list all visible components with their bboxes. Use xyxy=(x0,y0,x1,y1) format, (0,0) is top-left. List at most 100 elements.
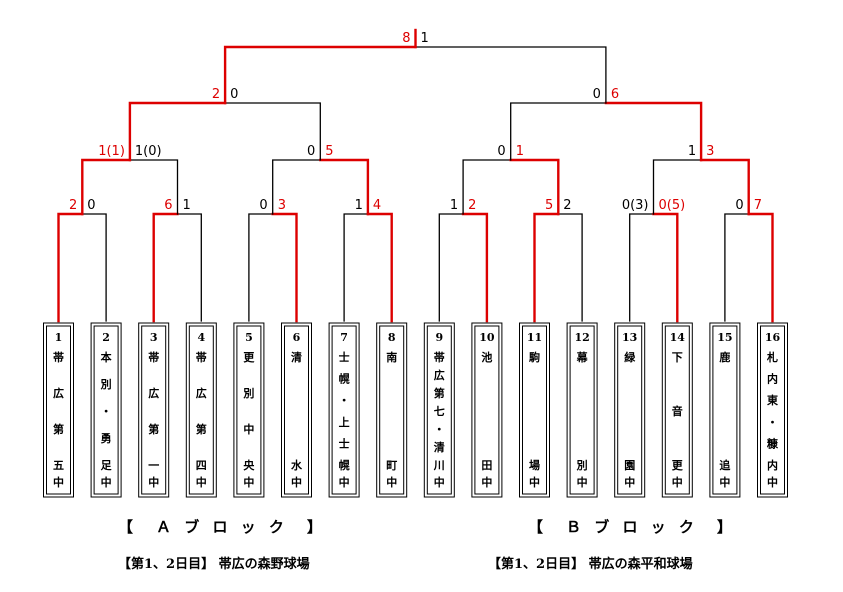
block-b-title: 【 Ｂ ブ ロ ッ ク 】 xyxy=(528,518,736,536)
team-name-char: 南 xyxy=(386,350,397,364)
r3m2-line-a xyxy=(510,102,607,161)
r1m3-line-a xyxy=(248,213,274,322)
team-name-char: 中 xyxy=(529,475,540,489)
team-name-char: 中 xyxy=(767,475,778,489)
team-name-char: 別 xyxy=(576,458,588,472)
team-name-char: 駒 xyxy=(529,350,540,364)
team-name-char: 広 xyxy=(53,386,64,400)
team-name-char: 川 xyxy=(433,459,445,472)
team-name-char: 幌 xyxy=(339,372,350,386)
r1m7-line-b xyxy=(652,212,679,323)
team-name-char: 中 xyxy=(196,475,207,489)
r1m1-score-b: 0 xyxy=(87,198,95,213)
team-name-char: 中 xyxy=(386,475,397,489)
r2m2-line-b xyxy=(319,158,370,216)
block-b-venue: 【第1、2日目】 帯広の森平和球場 xyxy=(488,557,693,572)
team-name-char: 帯 xyxy=(196,350,207,364)
team-name-char: 第 xyxy=(148,422,159,436)
team-number: 1 xyxy=(55,331,63,344)
r2m2-score-b: 5 xyxy=(325,144,333,159)
r1m8-score-b: 7 xyxy=(754,198,762,213)
r3m1-score-a: 2 xyxy=(212,87,220,102)
r1m2-score-b: 1 xyxy=(183,198,191,213)
r1m7-score-b: 0(5) xyxy=(659,198,686,213)
r2m4-score-b: 3 xyxy=(706,144,714,159)
r3m1-line-b xyxy=(224,102,321,161)
team-name-char: 央 xyxy=(243,458,255,472)
r1m1-line-b xyxy=(81,213,107,322)
r3m2-score-b: 6 xyxy=(611,87,619,102)
team-name-char: 第 xyxy=(196,422,207,436)
team-name-char: 一 xyxy=(148,459,159,472)
team-name-char: 内 xyxy=(767,372,778,386)
team-number: 15 xyxy=(717,331,732,344)
final-line-b xyxy=(414,46,607,104)
team-name-char: 本 xyxy=(101,350,112,364)
bracket-lines xyxy=(57,28,774,323)
r1m3-score-a: 0 xyxy=(259,198,267,213)
r1m7-score-a: 0(3) xyxy=(622,198,649,213)
team-name-char: 場 xyxy=(529,458,540,472)
r1m4-line-b xyxy=(366,212,393,323)
team-number: 9 xyxy=(435,331,443,344)
r2m4-score-a: 1 xyxy=(688,144,696,159)
team-name-char: 内 xyxy=(767,458,778,472)
team-name-char: 清 xyxy=(434,440,445,454)
team-box-2: 2本別・勇足中 xyxy=(90,322,122,498)
r1m5-score-a: 1 xyxy=(450,198,458,213)
team-name-char: 更 xyxy=(672,459,684,472)
block-a-venue: 【第1、2日目】 帯広の森野球場 xyxy=(118,557,310,572)
team-box-11: 11 駒場中 xyxy=(519,322,550,498)
team-name-char: 水 xyxy=(291,458,303,472)
final-line-a xyxy=(223,45,417,105)
r1m3-line-b xyxy=(271,212,298,323)
team-name-char: 帯 xyxy=(53,350,64,364)
r3m2-line-b xyxy=(604,101,703,162)
team-name-char: 中 xyxy=(481,475,492,489)
team-name-char: 帯 xyxy=(434,350,445,364)
team-name-char: 中 xyxy=(291,475,302,489)
r1m3-score-b: 3 xyxy=(278,198,286,213)
team-name-char: 鹿 xyxy=(719,350,730,364)
team-name-char: 広 xyxy=(434,368,445,382)
r1m4-line-a xyxy=(343,213,369,322)
r1m1-line-a xyxy=(57,212,84,323)
r1m1-score-a: 2 xyxy=(69,198,77,213)
team-name-char: 幕 xyxy=(576,350,589,364)
team-name-char: 中 xyxy=(148,475,159,489)
r1m8-line-a xyxy=(724,213,750,322)
r1m7-line-a xyxy=(629,213,655,322)
team-number: 11 xyxy=(527,331,542,344)
team-number: 3 xyxy=(150,331,158,344)
team-name-char: 緑 xyxy=(624,350,636,364)
r2m4-line-b xyxy=(699,158,750,216)
team-name-char: 中 xyxy=(339,475,350,489)
team-name-char: 五 xyxy=(53,459,64,472)
r2m1-line-b xyxy=(129,159,179,215)
team-name-char: 広 xyxy=(196,386,207,400)
team-number: 6 xyxy=(293,331,301,344)
r3m1-line-a xyxy=(128,101,227,162)
team-name-char: 町 xyxy=(386,459,397,472)
r1m4-score-b: 4 xyxy=(373,198,381,213)
team-name-char: 中 xyxy=(624,475,635,489)
team-name-char: 園 xyxy=(624,459,635,472)
team-number: 5 xyxy=(245,331,253,344)
team-name-char: ・ xyxy=(339,394,350,407)
team-name-char: 勇 xyxy=(101,432,112,445)
team-name-char: 別 xyxy=(100,377,112,391)
team-name-char: 音 xyxy=(672,404,683,418)
team-name-char: 七 xyxy=(434,404,445,418)
team-name-char: 追 xyxy=(719,458,731,472)
r1m6-score-b: 2 xyxy=(563,198,571,213)
r1m5-score-b: 2 xyxy=(468,198,476,213)
